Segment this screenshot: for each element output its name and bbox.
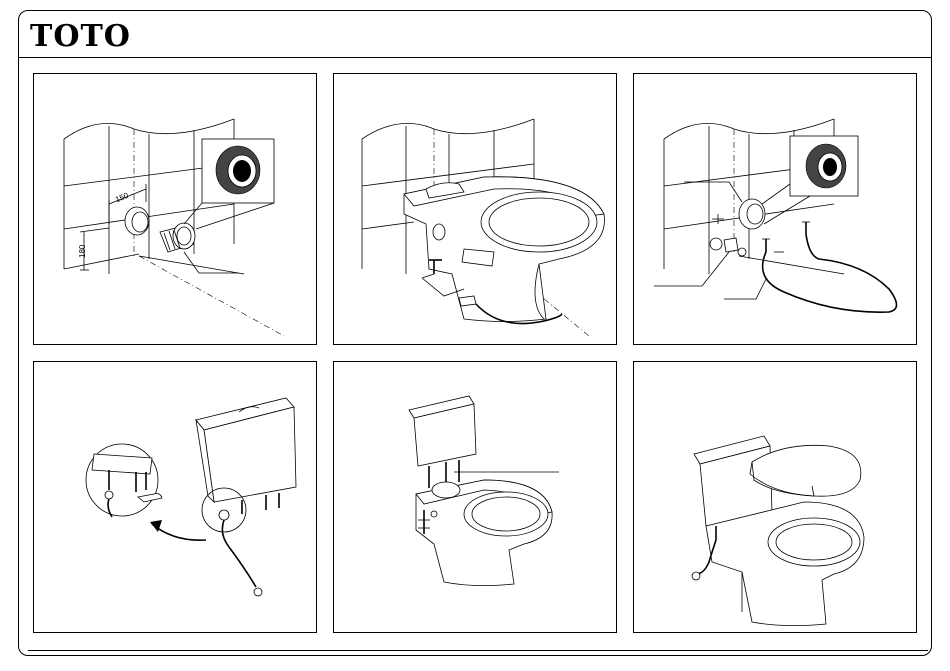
wall-supply-flange bbox=[125, 207, 149, 235]
cistern-tank bbox=[409, 396, 476, 488]
step-1-panel: 150 180 bbox=[33, 73, 317, 345]
header-divider bbox=[18, 57, 932, 58]
leader-line bbox=[184, 252, 239, 273]
cistern-tank bbox=[196, 398, 296, 514]
step-6-panel bbox=[633, 361, 917, 633]
dimension-150-label: 150 bbox=[114, 191, 130, 205]
step-2-panel bbox=[333, 73, 617, 345]
toilet-bowl bbox=[416, 472, 559, 586]
step-5-panel bbox=[333, 361, 617, 633]
step-3-illustration bbox=[634, 74, 918, 346]
brand-logo: TOTO bbox=[30, 20, 131, 54]
step-6-illustration bbox=[634, 362, 918, 634]
threaded-adapter bbox=[160, 223, 195, 252]
step-1-illustration: 150 180 bbox=[34, 74, 318, 346]
bottom-divider bbox=[28, 650, 928, 651]
angle-valve-and-hose bbox=[654, 222, 897, 312]
supply-adapter bbox=[712, 199, 765, 229]
tank-detail-circle bbox=[86, 444, 162, 517]
dimension-180: 180 bbox=[78, 228, 109, 270]
toilet-bowl bbox=[706, 502, 864, 626]
step-4-panel bbox=[33, 361, 317, 633]
hose-connection-circle bbox=[202, 488, 262, 596]
step-5-illustration bbox=[334, 362, 618, 634]
toilet-bowl bbox=[404, 177, 604, 322]
step-4-illustration bbox=[34, 362, 318, 634]
step-2-illustration bbox=[334, 74, 618, 346]
step-3-panel bbox=[633, 73, 917, 345]
motion-arrow bbox=[152, 524, 206, 540]
dimension-180-label: 180 bbox=[78, 244, 87, 258]
adapter-detail-inset bbox=[184, 139, 274, 229]
